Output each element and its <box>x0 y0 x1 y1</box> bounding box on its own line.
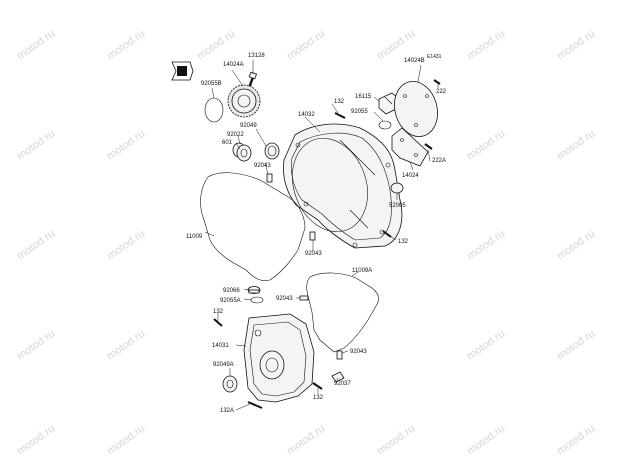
part-label: 14024 <box>402 173 419 179</box>
plug-92066 <box>247 286 261 294</box>
part-label: 92066 <box>223 288 240 294</box>
watermark-text: motod.ru <box>285 423 327 458</box>
bolt-132-low <box>312 382 323 390</box>
bolt-132-right <box>382 230 392 238</box>
watermark-text: motod.ru <box>285 28 327 63</box>
part-label: 14024B <box>404 58 425 64</box>
diagram-code: E1431 <box>427 54 442 60</box>
part-label: 92043 <box>276 296 293 302</box>
part-label: 92022 <box>227 132 244 138</box>
part-label: 92055 <box>351 109 368 115</box>
oring-92055b <box>204 97 224 123</box>
part-label: 13128 <box>248 53 265 59</box>
part-label: 132 <box>398 239 409 245</box>
oil-seal-92049 <box>264 142 280 160</box>
generator-cover-14031 <box>243 313 315 403</box>
part-label: 14031 <box>212 343 229 349</box>
watermark-text: motod.ru <box>105 228 147 263</box>
cover-14024a <box>227 84 261 118</box>
watermark-text: motod.ru <box>105 28 147 63</box>
part-label: 92037 <box>334 381 351 387</box>
part-label: 222A <box>432 158 446 164</box>
oring-92055a <box>250 296 264 304</box>
watermark-text: motod.ru <box>465 28 507 63</box>
part-label: 92043 <box>350 349 367 355</box>
watermark-text: motod.ru <box>555 328 597 363</box>
part-label: 92043 <box>254 163 271 169</box>
watermark-text: motod.ru <box>15 228 57 263</box>
watermark-text: motod.ru <box>105 328 147 363</box>
cover-14024 <box>391 127 429 167</box>
watermark-text: motod.ru <box>465 423 507 458</box>
front-arrow-icon <box>171 61 194 81</box>
part-label: 92049 <box>240 123 257 129</box>
watermark-text: motod.ru <box>105 423 147 458</box>
watermark-text: motod.ru <box>555 423 597 458</box>
part-label: 14032 <box>298 112 315 118</box>
part-label: 132 <box>334 99 345 105</box>
part-label: 92055B <box>201 81 222 87</box>
dowel-92043 <box>336 350 343 360</box>
watermark-text: motod.ru <box>465 328 507 363</box>
watermark-text: motod.ru <box>555 228 597 263</box>
part-label: 11009A <box>352 268 372 274</box>
watermark-text: motod.ru <box>15 28 57 63</box>
part-labels: 13128 14024A 92055B 14024B 222 16115 920… <box>186 53 447 414</box>
part-label: 52005 <box>389 203 406 209</box>
gasket-11009a <box>306 272 379 353</box>
watermark-text: motod.ru <box>555 28 597 63</box>
part-label: 92049A <box>213 362 234 368</box>
watermark-text: motod.ru <box>15 423 57 458</box>
leader-lines <box>204 60 439 411</box>
part-label: 132A <box>220 408 234 414</box>
watermark-text: motod.ru <box>555 128 597 163</box>
watermark-text: motod.ru <box>195 28 237 63</box>
dowel-92043 <box>309 231 316 241</box>
bolt-132a <box>247 401 263 409</box>
part-label: 222 <box>436 89 447 95</box>
watermark-text: motod.ru <box>465 228 507 263</box>
watermark-text: motod.ru <box>375 423 417 458</box>
dowel-92043 <box>266 173 273 183</box>
part-label: 92043 <box>305 251 322 257</box>
watermark-text: motod.ru <box>15 128 57 163</box>
watermark-layer: motod.ru motod.ru motod.ru motod.ru moto… <box>15 28 597 458</box>
part-label: 11009 <box>186 234 203 240</box>
part-label: 132 <box>313 395 324 401</box>
bearing-601 <box>232 142 252 162</box>
part-label: 14024A <box>223 62 244 68</box>
watermark-text: motod.ru <box>15 328 57 363</box>
part-label: 16115 <box>355 94 372 100</box>
bolt-132-left <box>213 318 223 327</box>
oil-seal-92049a <box>222 375 238 393</box>
screw-222 <box>433 79 441 85</box>
clutch-cover-14032 <box>283 123 403 249</box>
dowel-92043 <box>299 295 309 301</box>
watermark-text: motod.ru <box>105 128 147 163</box>
clamp-92037 <box>331 371 345 383</box>
part-label: 601 <box>222 140 233 146</box>
sight-glass-52005 <box>390 182 404 194</box>
part-label: 132 <box>213 309 224 315</box>
screw-222a <box>424 143 433 150</box>
cover-14024b <box>394 81 438 137</box>
watermark-text: motod.ru <box>465 128 507 163</box>
part-label: 92055A <box>220 298 241 304</box>
bolt-132-top <box>334 112 346 119</box>
oring-92055 <box>378 120 392 130</box>
